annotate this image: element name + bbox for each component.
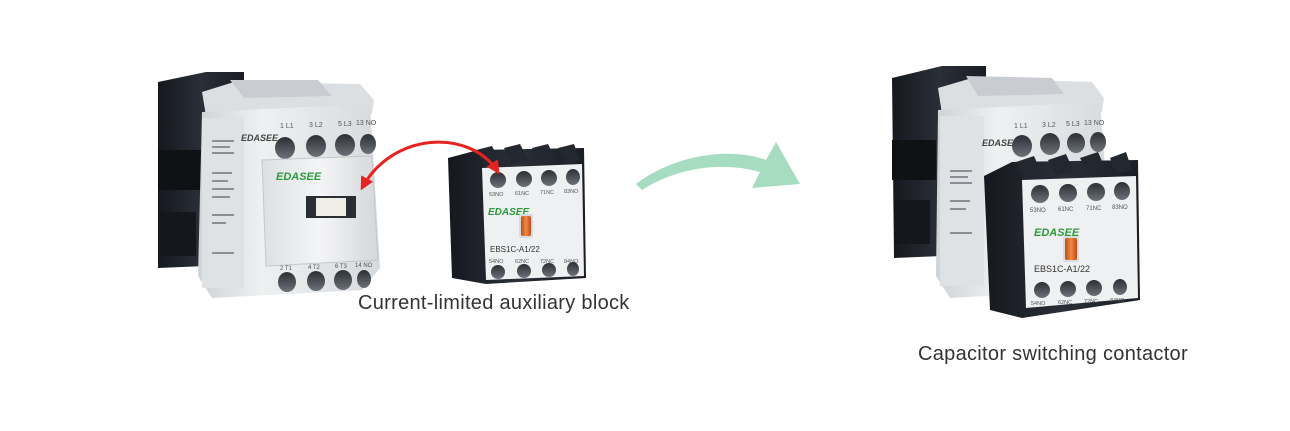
- contactor-left-terminal-label: 3 L2: [309, 122, 323, 129]
- aux-mounted-terminal-label: 62NC: [1058, 300, 1072, 306]
- contactor-right-side-brand: EDASEE: [982, 138, 1020, 148]
- aux-block-caption: Current-limited auxiliary block: [358, 292, 630, 314]
- double-headed-curved-arrow-icon: [360, 140, 500, 191]
- aux-mounted-bottom-terminals: 54NO 62NC 72NC 84NO: [1031, 279, 1127, 307]
- aux-mounted-terminal-label: 72NC: [1084, 299, 1098, 305]
- contactor-left-terminal-label: 6 T3: [335, 264, 348, 270]
- auxiliary-block-mounted: 53NO 61NC 71NC 83NO EDASEE EBS1C-A1/22 5…: [984, 152, 1140, 318]
- aux-block-brand: EDASEE: [488, 207, 529, 218]
- contactor-left-terminal-label: 13 NO: [356, 120, 377, 127]
- aux-block-terminal-label: 62NC: [515, 259, 529, 265]
- contactor-left-brand: EDASEE: [276, 171, 322, 183]
- capacitor-contactor-caption: Capacitor switching contactor: [918, 343, 1188, 365]
- aux-block-terminal-label: 71NC: [540, 190, 554, 196]
- contactor-right-terminal-label: 1 L1: [1014, 123, 1028, 130]
- aux-mounted-terminal-label: 53NO: [1030, 208, 1046, 214]
- contactor-right-top-terminals: 1 L1 3 L2 5 L3 13 NO: [1012, 120, 1106, 157]
- aux-block-terminal-label: 53NO: [489, 192, 504, 198]
- aux-block-terminal-label: 61NC: [515, 191, 529, 197]
- aux-block-terminal-label: 72NC: [540, 259, 554, 265]
- auxiliary-block: 53NO 61NC 71NC 83NO EDASEE EBS1C-A1/22 5…: [448, 144, 586, 284]
- contactor-right: EDASEE 1 L1 3 L2 5 L3 13 NO: [892, 66, 1140, 318]
- contactor-left-terminal-label: 5 L3: [338, 121, 352, 128]
- contactor-left-terminal-label: 1 L1: [280, 123, 294, 130]
- aux-mounted-terminal-label: 84NO: [1110, 298, 1125, 304]
- aux-mounted-top-terminals: 53NO 61NC 71NC 83NO: [1030, 182, 1130, 214]
- contactor-right-terminal-label: 3 L2: [1042, 122, 1056, 129]
- contactor-left-top-terminals: 1 L1 3 L2 5 L3 13 NO: [275, 120, 377, 159]
- contactor-left-bottom-terminals: 2 T1 4 T2 6 T3 14 NO: [278, 263, 373, 292]
- aux-mounted-terminal-label: 71NC: [1086, 206, 1102, 212]
- aux-mounted-terminal-label: 83NO: [1112, 205, 1128, 211]
- aux-block-terminal-label: 84NO: [564, 259, 579, 265]
- contactor-right-terminal-label: 13 NO: [1084, 120, 1105, 127]
- contactor-left-terminal-label: 2 T1: [280, 266, 293, 272]
- aux-mounted-model: EBS1C-A1/22: [1034, 264, 1090, 274]
- aux-block-terminal-label: 54NO: [489, 259, 504, 265]
- contactor-left-terminal-label: 14 NO: [355, 263, 373, 269]
- curved-right-arrow-icon: [636, 142, 800, 190]
- contactor-right-terminal-label: 5 L3: [1066, 121, 1080, 128]
- aux-mounted-terminal-label: 61NC: [1058, 207, 1074, 213]
- aux-block-terminal-label: 83NO: [564, 189, 579, 195]
- aux-block-bottom-terminals: 54NO 62NC 72NC 84NO: [489, 259, 579, 279]
- aux-mounted-terminal-label: 54NO: [1031, 301, 1046, 307]
- contactor-left-terminal-label: 4 T2: [308, 265, 321, 271]
- aux-block-model: EBS1C-A1/22: [490, 245, 540, 254]
- contactor-left-side-brand: EDASEE: [241, 133, 279, 143]
- contactor-left: EDASEE 1 L1 3 L2 5 L3 13 NO EDASEE 2 T1 …: [158, 72, 380, 298]
